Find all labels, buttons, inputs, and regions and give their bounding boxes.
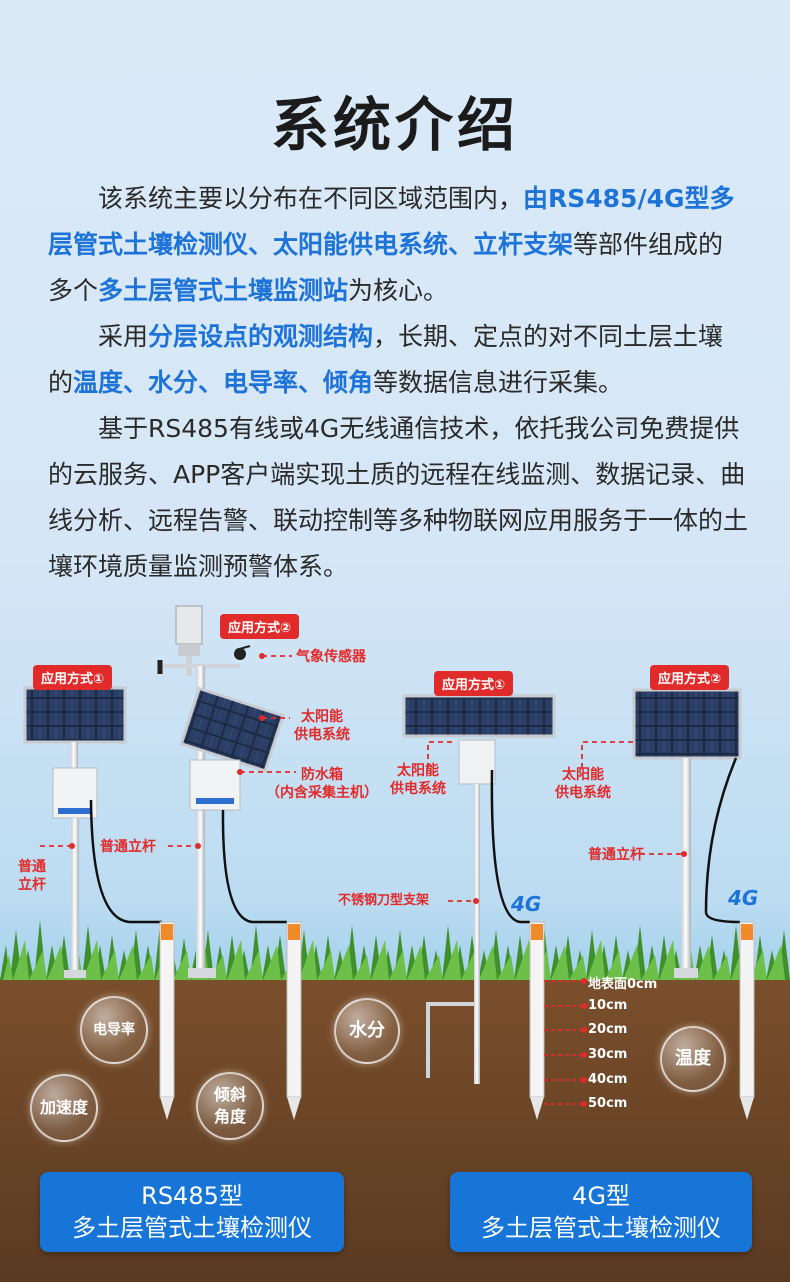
probe-4g-2 bbox=[739, 921, 755, 1120]
product-label-4g: 4G型 多土层管式土壤检测仪 bbox=[450, 1172, 752, 1252]
probe-rs485-2 bbox=[286, 921, 302, 1120]
text-span: 为核心。 bbox=[348, 276, 449, 305]
probe-rs485-1 bbox=[159, 921, 175, 1120]
4g-signal-icon: 4G bbox=[728, 886, 759, 910]
depth-label: 20cm bbox=[588, 1022, 628, 1037]
label-bracket: 不锈钢刀型支架 bbox=[338, 893, 430, 908]
intro-paragraph-2: 采用分层设点的观测结构，长期、定点的对不同土层土壤的温度、水分、电导率、倾角等数… bbox=[48, 314, 748, 406]
highlight-span: 温度、水分、电导率、倾角 bbox=[73, 368, 374, 397]
station-right-2 bbox=[632, 688, 742, 978]
tag-app-1-right: 应用方式① bbox=[434, 671, 514, 696]
solar-panel bbox=[179, 686, 285, 773]
depth-label: 10cm bbox=[588, 998, 628, 1013]
probe-4g-1 bbox=[529, 921, 545, 1120]
leader-dots bbox=[69, 653, 687, 1107]
label-solar-right-b: 太阳能 供电系统 bbox=[555, 767, 611, 801]
label-solar-left: 太阳能 供电系统 bbox=[294, 709, 350, 743]
4g-signal-icon: 4G bbox=[511, 892, 542, 916]
station-left-2 bbox=[157, 605, 287, 978]
text-span: ，长期、定点的对不同土层土壤的 bbox=[48, 322, 724, 397]
depth-label: 40cm bbox=[588, 1072, 628, 1087]
waterproof-box bbox=[458, 739, 496, 785]
bubble-moisture: 水分 bbox=[334, 998, 400, 1064]
text-span: 等数据信息进行采集。 bbox=[373, 368, 624, 397]
bubble-acceleration: 加速度 bbox=[30, 1074, 98, 1142]
highlight-span: 多土层管式土壤监测站 bbox=[98, 276, 349, 305]
solar-panel bbox=[632, 688, 742, 760]
leader-lines bbox=[40, 655, 684, 902]
highlight-span: 由RS485/4G型多层管式土壤检测仪、太阳能供电系统、立杆支架 bbox=[48, 184, 735, 259]
rain-gauge bbox=[175, 605, 203, 645]
label-pole-right: 普通立杆 bbox=[588, 847, 644, 863]
label-pole-left-a: 普通 立杆 bbox=[18, 859, 46, 893]
solar-panel bbox=[402, 694, 556, 738]
depth-label: 30cm bbox=[588, 1047, 628, 1062]
tag-app-2-right: 应用方式② bbox=[650, 665, 730, 690]
product-label-rs485: RS485型 多土层管式土壤检测仪 bbox=[40, 1172, 344, 1252]
product-name: 多土层管式土壤检测仪 bbox=[481, 1214, 721, 1242]
label-solar-right-a: 太阳能 供电系统 bbox=[390, 763, 446, 797]
text-span: 等部件组成的多个 bbox=[48, 230, 724, 305]
bubble-conductivity: 电导率 bbox=[80, 996, 148, 1064]
bubble-temperature: 温度 bbox=[660, 1026, 726, 1092]
product-type: RS485型 bbox=[141, 1182, 243, 1210]
depth-label: 50cm bbox=[588, 1096, 628, 1111]
station-left-1 bbox=[23, 686, 162, 978]
bubble-tilt: 倾斜 角度 bbox=[196, 1072, 264, 1140]
highlight-span: 分层设点的观测结构 bbox=[148, 322, 374, 351]
depth-label: 地表面0cm bbox=[588, 977, 658, 992]
intro-paragraph-3: 基于RS485有线或4G无线通信技术，依托我公司免费提供的云服务、APP客户端实… bbox=[48, 414, 749, 581]
text-span: 采用 bbox=[98, 322, 149, 351]
intro-paragraph-1: 该系统主要以分布在不同区域范围内，由RS485/4G型多层管式土壤检测仪、太阳能… bbox=[48, 176, 748, 314]
product-type: 4G型 bbox=[572, 1182, 630, 1210]
label-weather-sensor: 气象传感器 bbox=[296, 649, 366, 665]
solar-panel bbox=[23, 686, 127, 744]
intro-text: 该系统主要以分布在不同区域范围内，由RS485/4G型多层管式土壤检测仪、太阳能… bbox=[48, 176, 748, 590]
label-waterproof-box: 防水箱 （内含采集主机） bbox=[266, 767, 378, 801]
tag-app-1-left: 应用方式① bbox=[33, 665, 113, 690]
tag-app-2-left: 应用方式② bbox=[220, 614, 300, 639]
label-pole-left-b: 普通立杆 bbox=[100, 839, 156, 855]
text-span: 该系统主要以分布在不同区域范围内， bbox=[98, 184, 524, 213]
station-right-1 bbox=[402, 694, 556, 1084]
page-title: 系统介绍 bbox=[270, 91, 519, 159]
product-name: 多土层管式土壤检测仪 bbox=[72, 1214, 312, 1242]
